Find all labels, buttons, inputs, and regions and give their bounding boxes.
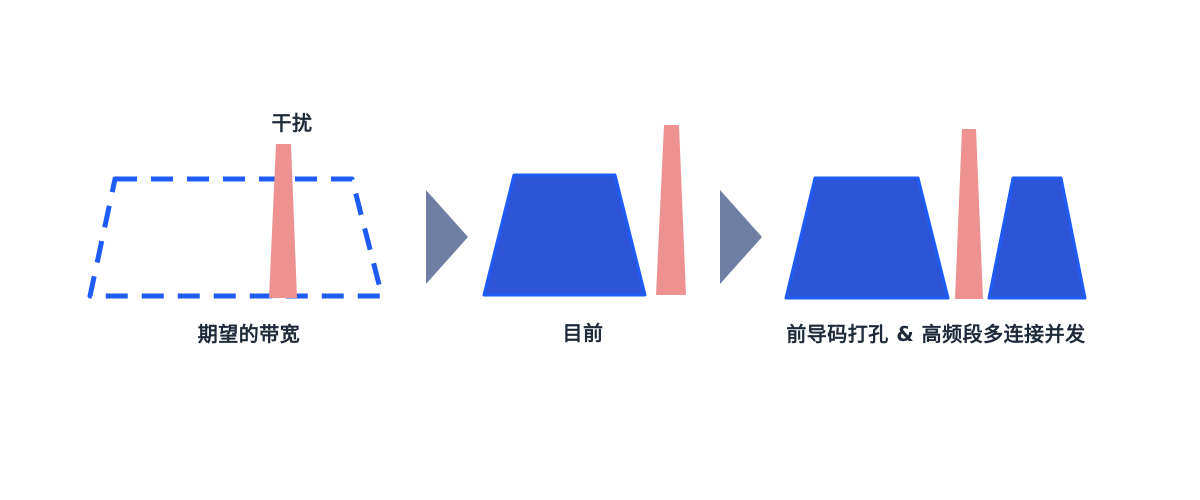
arrow-right-icon	[426, 190, 468, 284]
panel-improved	[784, 129, 1087, 300]
interference-label: 干扰	[271, 111, 313, 135]
improved-band-right	[987, 176, 1087, 300]
current-band	[482, 173, 647, 297]
improved-band-left	[784, 176, 950, 300]
improved-label: 前导码打孔 & 高频段多连接并发	[786, 322, 1086, 346]
current-label: 目前	[562, 321, 604, 345]
interference-spike	[656, 125, 686, 295]
interference-spike	[955, 129, 983, 299]
interference-spike	[269, 144, 297, 298]
desired-band-outline	[87, 176, 385, 299]
desired-bandwidth-label: 期望的带宽	[197, 322, 301, 346]
arrow-right-icon	[720, 190, 762, 284]
panel-current	[482, 125, 686, 297]
panel-desired	[87, 144, 385, 299]
